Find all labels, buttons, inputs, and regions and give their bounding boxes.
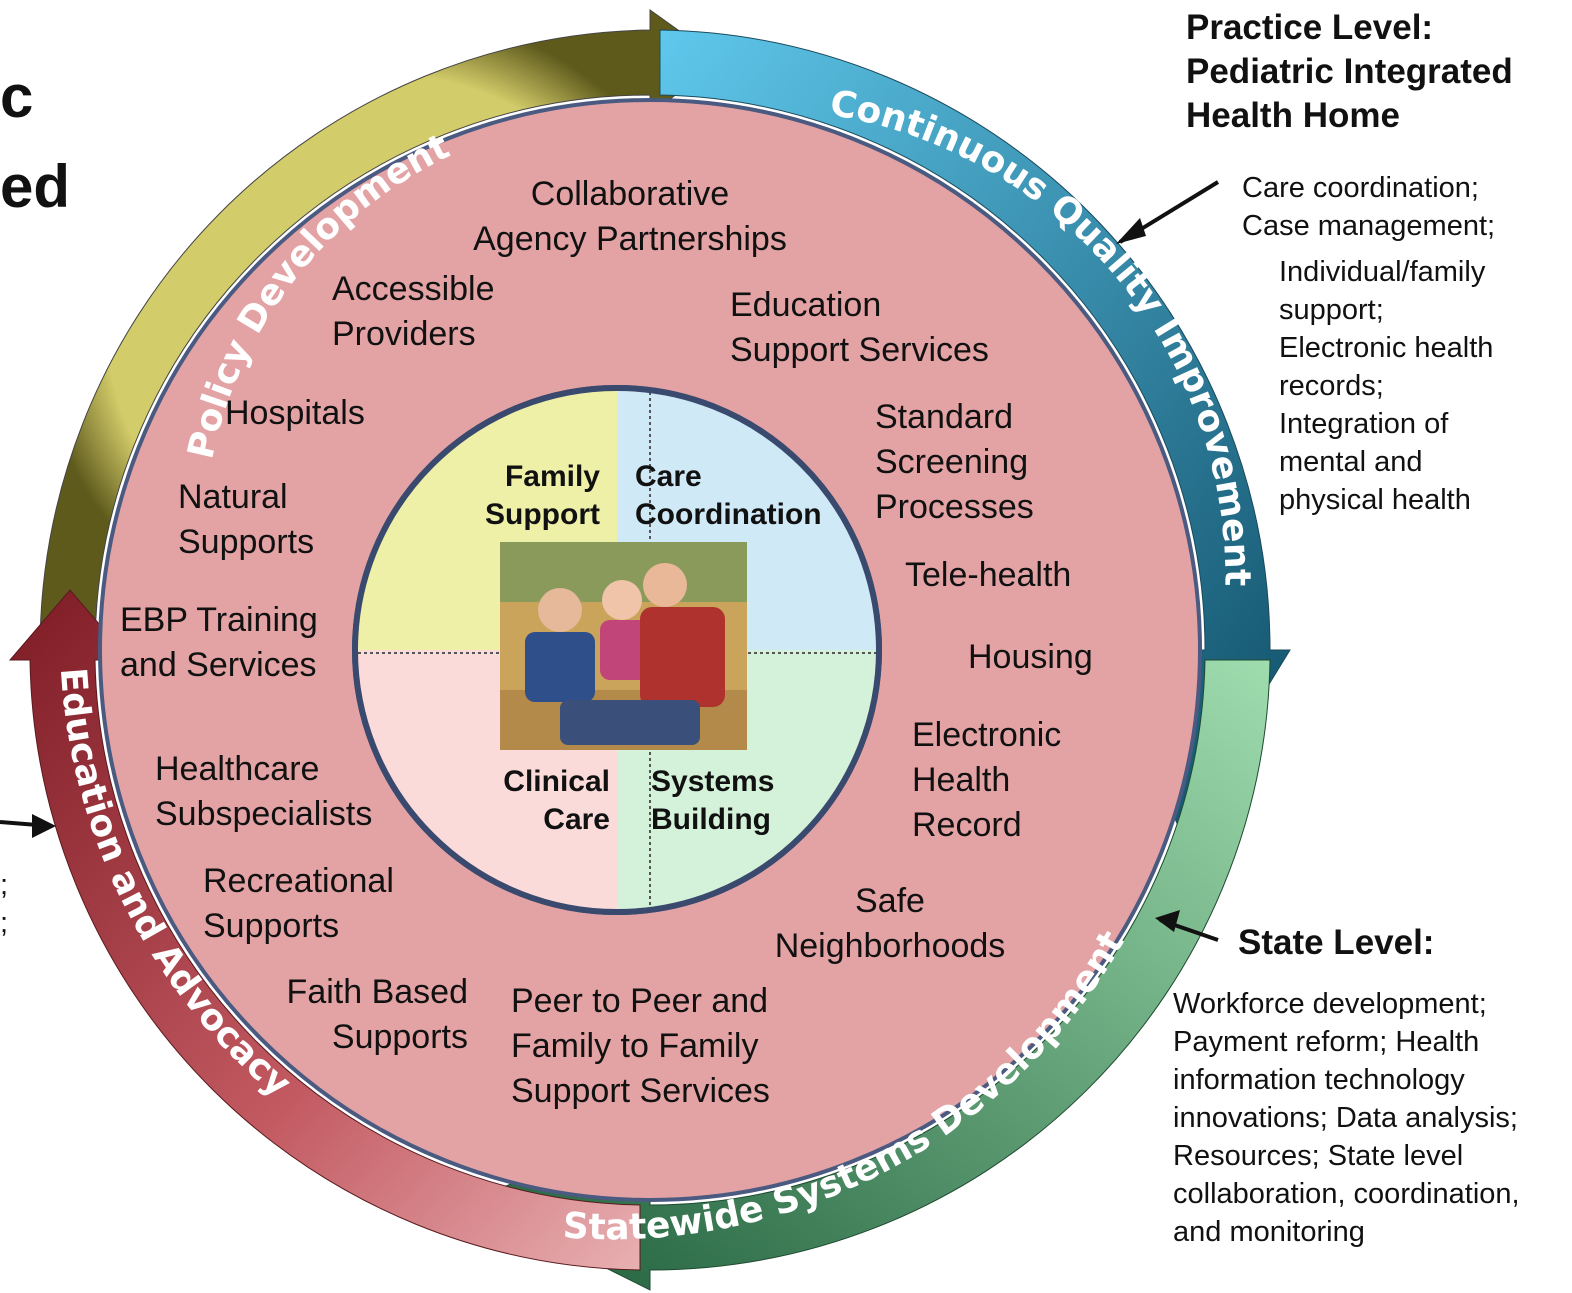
state-level-title: State Level: bbox=[1238, 923, 1435, 962]
state-level-items: Workforce development; Payment reform; H… bbox=[1173, 988, 1520, 1248]
label-telehealth: Tele-health bbox=[905, 556, 1071, 594]
practice-level-items-b: Individual/family support; Electronic he… bbox=[1279, 256, 1494, 516]
connector-arrows bbox=[0, 180, 1220, 942]
label-housing: Housing bbox=[968, 638, 1093, 676]
education-advocacy-arrow bbox=[8, 589, 641, 1271]
family-photo bbox=[500, 542, 747, 750]
left-title-line2: ed bbox=[0, 153, 71, 220]
left-fragment-1: ; bbox=[0, 869, 9, 901]
practice-level-items-a: Care coordination; Case management; bbox=[1242, 172, 1496, 242]
left-fragment-2: ; bbox=[0, 907, 9, 939]
practice-level-title: Practice Level: Pediatric Integrated Hea… bbox=[1186, 8, 1513, 135]
label-hospitals: Hospitals bbox=[225, 394, 365, 432]
left-title-line1: c bbox=[0, 63, 34, 130]
